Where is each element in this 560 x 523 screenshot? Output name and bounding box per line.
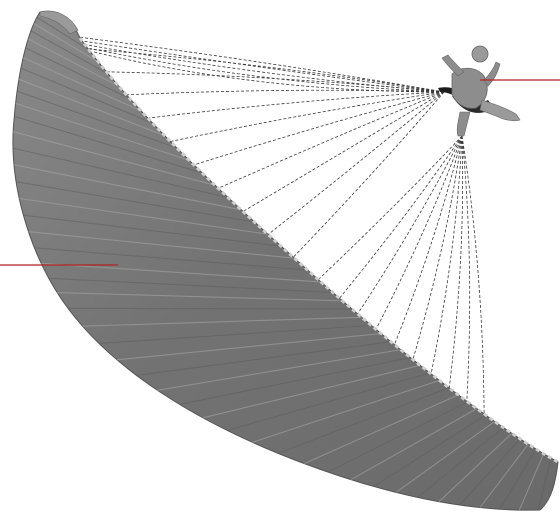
pilot-head xyxy=(472,46,488,62)
suspension-line xyxy=(194,92,444,165)
suspension-line xyxy=(340,136,463,298)
suspension-line xyxy=(395,136,463,345)
pilot-leg-lower xyxy=(457,112,470,136)
pilot-arm xyxy=(484,62,500,86)
suspension-line xyxy=(148,92,444,118)
suspension-line xyxy=(88,49,444,92)
suspension-line xyxy=(243,92,444,212)
suspension-line xyxy=(268,92,444,235)
suspension-line xyxy=(88,48,444,92)
suspension-line xyxy=(413,136,462,360)
suspension-line xyxy=(376,136,462,329)
suspension-line xyxy=(462,136,470,401)
suspension-line xyxy=(94,52,444,92)
suspension-line xyxy=(449,136,462,388)
suspension-line xyxy=(293,92,444,257)
pilot-figure xyxy=(438,46,520,136)
suspension-line xyxy=(82,44,444,92)
pilot-legs xyxy=(480,100,520,121)
suspension-line xyxy=(431,136,462,374)
suspension-line xyxy=(170,92,444,142)
